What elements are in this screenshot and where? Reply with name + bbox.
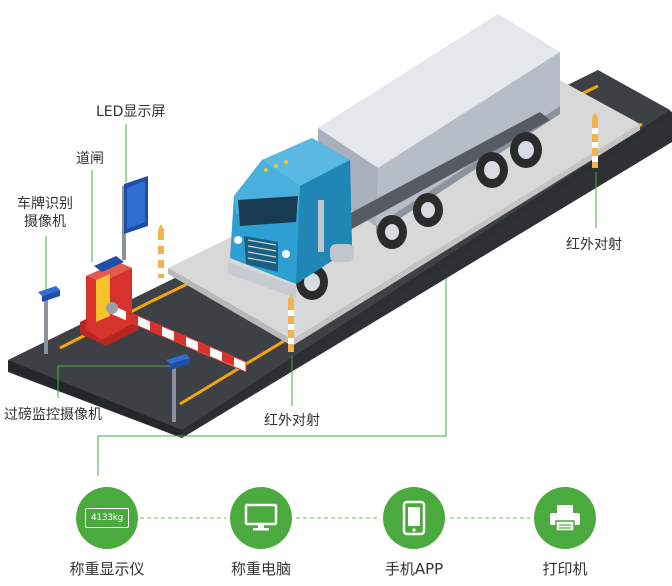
plate-camera-label: 车牌识别 摄像机 <box>14 195 76 231</box>
computer-label: 称重电脑 <box>230 560 291 578</box>
weighing-display-node: 4133kg <box>76 487 138 549</box>
led-display-screen <box>122 176 148 260</box>
barrier-gate <box>80 256 247 373</box>
plate-camera-label-line1: 车牌识别 <box>17 196 73 212</box>
weighing-camera-label: 过磅监控摄像机 <box>4 407 102 423</box>
computer-monitor-icon <box>244 503 278 531</box>
weighing-camera <box>166 354 190 422</box>
printer-node <box>534 487 596 549</box>
weighing-display-label: 称重显示仪 <box>69 560 145 578</box>
plate-camera <box>38 286 60 354</box>
mobile-app-label: 手机APP <box>384 560 444 578</box>
barrier-gate-label: 道闸 <box>76 151 104 167</box>
infrared-sensor-posts <box>158 112 598 352</box>
led-screen-label: LED显示屏 <box>96 104 166 120</box>
truck-cab <box>228 138 354 298</box>
computer-node <box>230 487 292 549</box>
callout-lines <box>45 124 597 476</box>
infrared-front-label: 红外对射 <box>264 413 320 429</box>
printer-icon <box>550 505 580 532</box>
weighing-display-icon: 4133kg <box>85 508 129 528</box>
plate-camera-label-line2: 摄像机 <box>24 214 66 230</box>
printer-label: 打印机 <box>542 560 588 578</box>
infrared-right-label: 红外对射 <box>566 237 622 253</box>
truck-chassis <box>300 112 550 252</box>
mobile-app-node <box>383 487 445 549</box>
smartphone-icon <box>402 500 426 536</box>
